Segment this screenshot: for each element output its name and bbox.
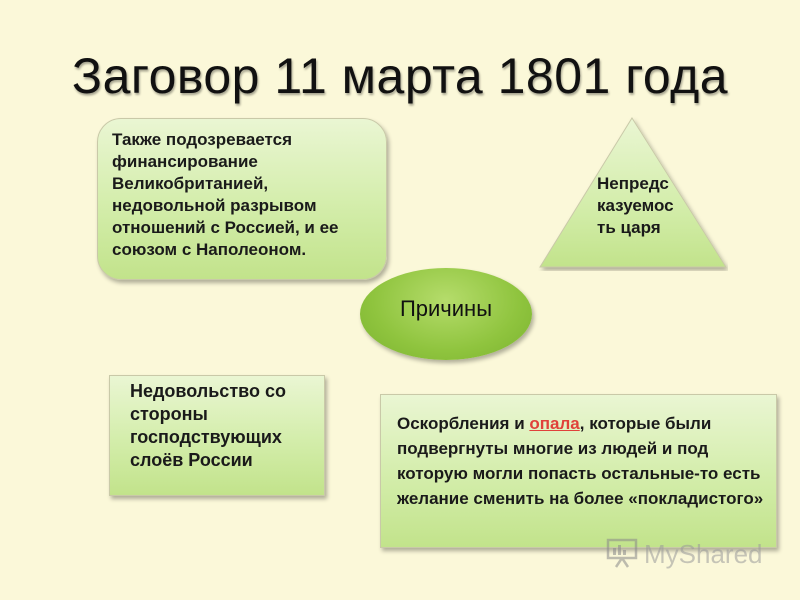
reason-britain-text: Также подозревается финансирование Велик… xyxy=(112,130,339,259)
reason-box-elite: Недовольство со стороны господствующих с… xyxy=(109,375,325,496)
reason-disgrace-text-before: Оскорбления и xyxy=(397,414,530,433)
watermark-text: MyShared xyxy=(644,538,763,569)
causes-ellipse: Причины xyxy=(360,268,532,360)
reason-box-disgrace: Оскорбления и опала, которые были подвер… xyxy=(380,394,777,548)
reason-triangle: Непредсказуемость царя xyxy=(538,116,728,271)
slide-title: Заговор 11 марта 1801 года xyxy=(71,48,729,104)
triangle-shape xyxy=(539,117,727,268)
causes-label: Причины xyxy=(399,296,493,321)
projector-screen-icon xyxy=(606,536,638,573)
reason-box-britain: Также подозревается финансирование Велик… xyxy=(97,118,387,280)
reason-tsar-text: Непредсказуемость царя xyxy=(597,174,674,237)
myshared-watermark: MyShared xyxy=(606,537,763,571)
reason-disgrace-text-after: , которые были подвергнуты многие из люд… xyxy=(397,414,764,508)
disgrace-link[interactable]: опала xyxy=(529,414,580,433)
reason-elite-text: Недовольство со стороны господствующих с… xyxy=(130,381,286,470)
